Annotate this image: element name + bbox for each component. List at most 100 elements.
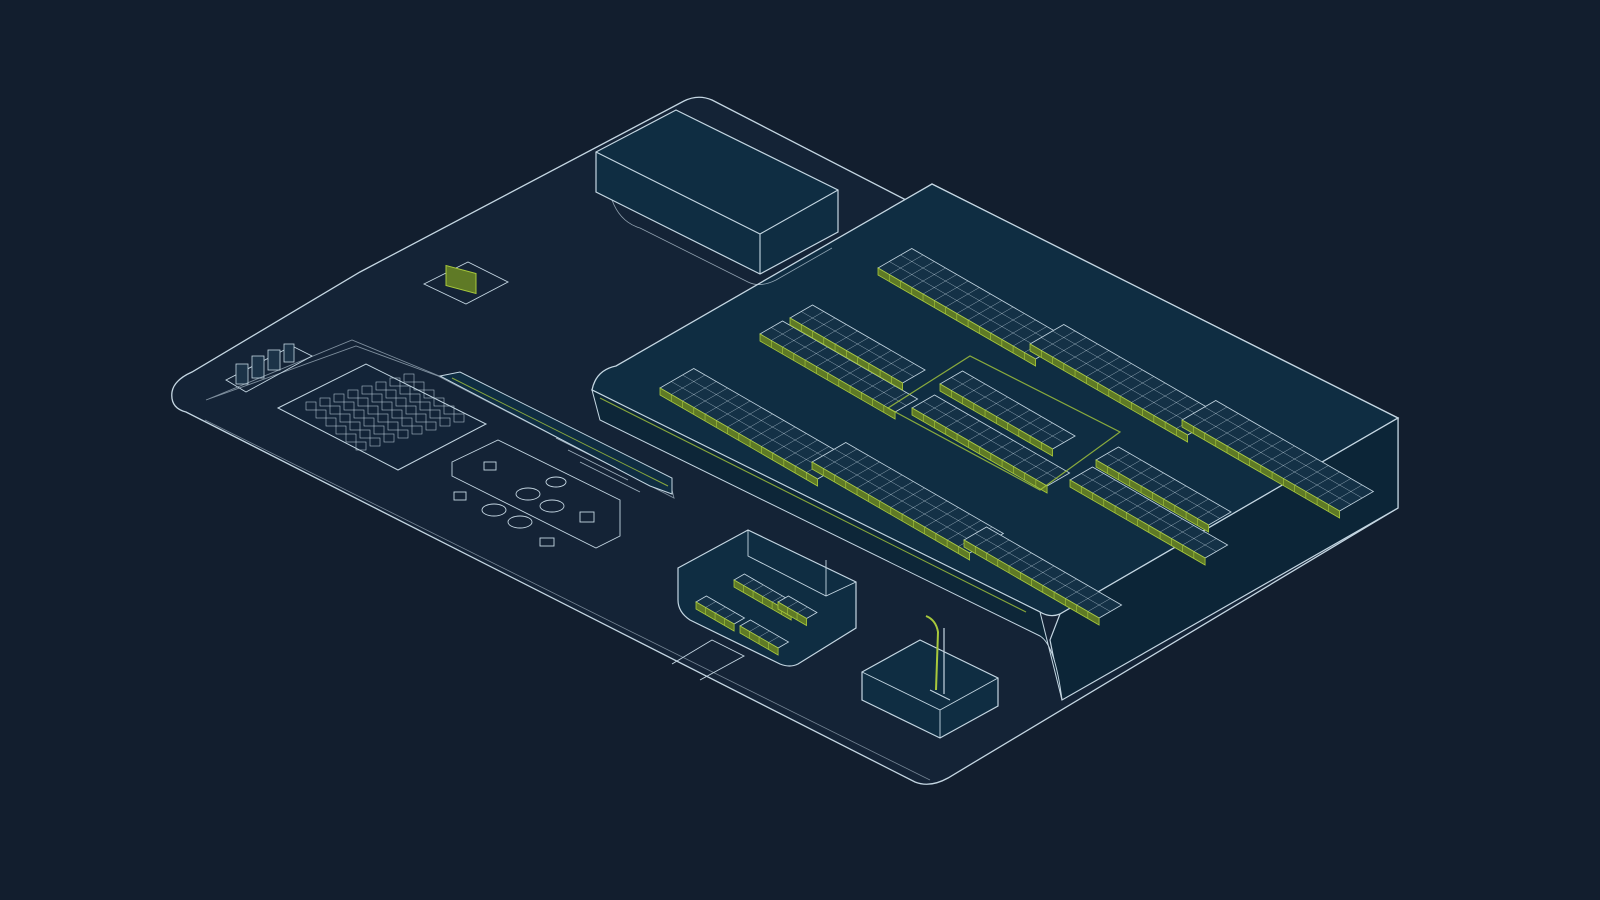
- rack-block-7: [911, 394, 1071, 494]
- main-hall-front-wall: [591, 389, 1063, 701]
- substation-cell: [345, 433, 357, 443]
- rack-divider: [900, 261, 935, 282]
- rack-divider: [749, 625, 761, 632]
- rack-divider: [868, 474, 903, 495]
- substation-cell: [439, 417, 451, 427]
- rack-divider: [913, 500, 948, 521]
- rack-divider: [1108, 369, 1143, 390]
- rack-divider: [771, 595, 783, 603]
- substation-cell: [325, 417, 337, 427]
- rack-divider: [890, 487, 925, 508]
- construction-pit-box: [861, 639, 999, 739]
- substation-cell: [405, 405, 417, 415]
- rack-divider: [1063, 343, 1098, 364]
- rack-divider: [823, 448, 858, 469]
- crane-icon: [925, 615, 951, 701]
- rack-row-line: [951, 377, 1064, 443]
- loading-dock: [438, 371, 673, 495]
- rack-block-2: [1029, 324, 1223, 443]
- substation-cell: [415, 413, 427, 423]
- substation-cell: [373, 425, 385, 435]
- rack-block-5: [659, 368, 853, 487]
- rack-row-line: [923, 401, 1059, 480]
- generator-icon: [453, 461, 595, 547]
- rack-divider: [856, 468, 891, 489]
- rack-divider: [922, 274, 957, 295]
- rack-row-line: [900, 254, 1059, 347]
- rack-divider: [749, 420, 784, 441]
- substation-cell: [347, 389, 359, 399]
- rack-divider: [758, 630, 770, 638]
- rack-block-annex-1: [695, 595, 746, 632]
- rack-divider: [705, 601, 717, 608]
- substation-cell: [453, 413, 465, 423]
- reservoir-body: [595, 109, 839, 275]
- transformer-icon: [305, 373, 465, 451]
- substation-cell: [411, 425, 423, 435]
- rack-divider: [990, 313, 1025, 334]
- substation-cell: [329, 405, 341, 415]
- rack-block-10: [1095, 446, 1232, 533]
- substation-cell: [377, 413, 389, 423]
- rack-divider: [1052, 337, 1087, 358]
- rack-divider: [1041, 330, 1076, 351]
- rack-row-line: [671, 381, 829, 473]
- annex-access-road: [671, 639, 745, 681]
- substation-cell: [371, 393, 383, 403]
- rack-divider: [714, 606, 726, 614]
- rack-divider: [1012, 326, 1047, 347]
- substation-cell: [343, 401, 355, 411]
- rack-divider: [1001, 319, 1036, 340]
- rack-divider: [704, 394, 739, 415]
- substation-cell: [433, 397, 445, 407]
- rack-divider: [787, 601, 799, 608]
- rack-divider: [1119, 376, 1154, 397]
- substation-cell: [361, 385, 373, 395]
- rack-block-annex-4: [777, 595, 818, 627]
- rack-divider: [693, 387, 728, 408]
- rack-divider: [1164, 402, 1199, 423]
- rack-divider: [1260, 445, 1295, 466]
- annex-hall-racks: [695, 573, 818, 656]
- rack-divider: [671, 374, 706, 395]
- substation-cell: [425, 421, 437, 431]
- rack-divider: [1283, 458, 1318, 479]
- rack-block-3: [1181, 400, 1375, 519]
- rack-block-12: [789, 304, 926, 391]
- rack-row-line: [834, 448, 993, 541]
- rack-divider: [752, 584, 764, 592]
- rack-block-9: [1069, 466, 1229, 566]
- rack-divider: [761, 426, 796, 447]
- rack-divider: [911, 267, 946, 288]
- rack-row-line: [1081, 473, 1217, 552]
- substation-pad: [276, 363, 488, 471]
- cooling-tower-icon: [481, 476, 567, 529]
- rack-row-line: [1107, 453, 1220, 519]
- rack-row-line: [1052, 330, 1211, 423]
- rack-divider: [682, 381, 717, 402]
- rack-block-11: [939, 370, 1076, 457]
- rack-divider: [1249, 439, 1284, 460]
- rack-divider: [783, 439, 818, 460]
- substation-cell: [305, 401, 317, 411]
- rack-divider: [901, 494, 936, 515]
- substation-cell: [359, 429, 371, 439]
- reservoir-rim: [595, 151, 839, 274]
- rack-divider: [1328, 484, 1363, 505]
- office-block: [225, 343, 313, 393]
- rack-row-line: [975, 533, 1111, 612]
- rack-block-4: [759, 320, 919, 420]
- rack-row-line: [1204, 406, 1363, 499]
- substation-cell: [403, 373, 415, 383]
- rack-divider: [1142, 389, 1177, 410]
- annex-hall: [671, 529, 857, 681]
- rack-divider: [1193, 406, 1228, 427]
- office-tower-4: [283, 343, 295, 363]
- main-hall-racks: [659, 248, 1375, 626]
- substation-cell: [409, 393, 421, 403]
- substation-cell: [443, 405, 455, 415]
- rack-divider: [716, 400, 751, 421]
- substation-building: [205, 339, 675, 499]
- rack-divider: [1204, 413, 1239, 434]
